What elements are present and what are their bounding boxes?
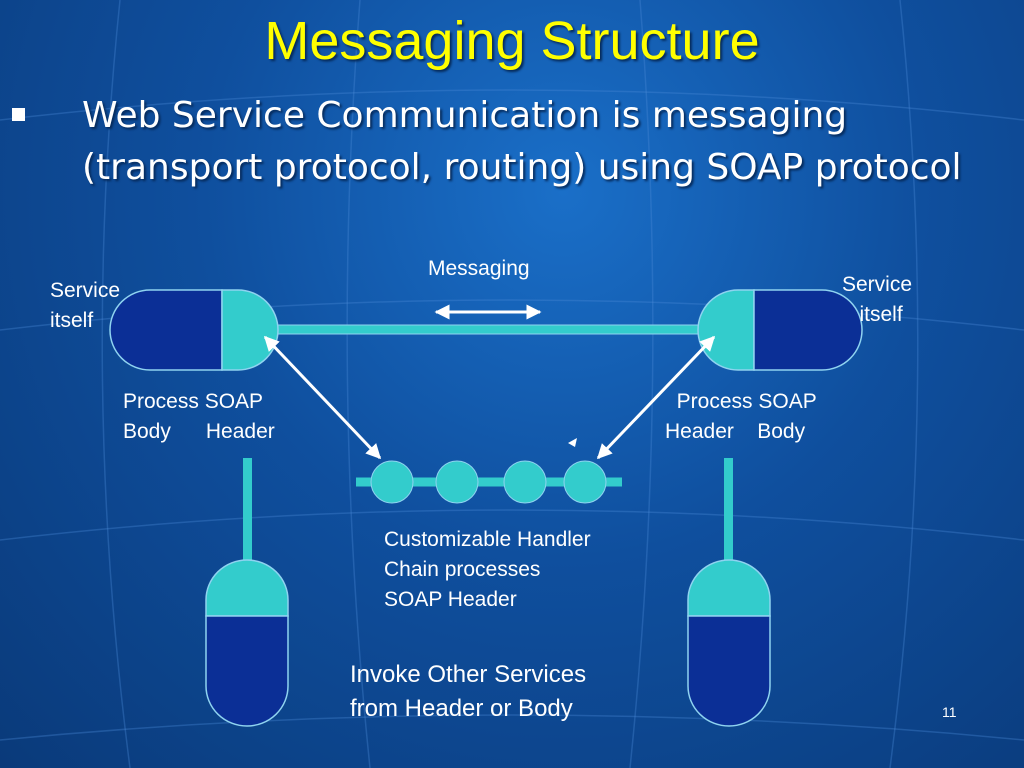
right-invoke-capsule bbox=[687, 559, 771, 727]
handler-chain-label: Customizable Handler Chain processes SOA… bbox=[384, 528, 591, 611]
left-process-label: Process SOAP Body Header bbox=[123, 390, 275, 443]
handler-node bbox=[370, 460, 414, 504]
slide-number: 11 bbox=[942, 704, 957, 720]
left-handler-arrow bbox=[263, 335, 382, 460]
right-connector bbox=[724, 458, 733, 566]
transport-bar bbox=[275, 324, 701, 335]
left-connector bbox=[243, 458, 252, 566]
left-service-label: Service itself bbox=[50, 279, 121, 332]
left-invoke-capsule bbox=[205, 559, 289, 727]
right-service-label: Service itself bbox=[842, 273, 913, 326]
right-handler-arrow bbox=[596, 335, 716, 460]
messaging-label: Messaging bbox=[428, 257, 530, 280]
right-process-label: Process SOAP Header Body bbox=[665, 390, 817, 443]
bullet-marker bbox=[12, 108, 25, 121]
right-service-capsule bbox=[697, 289, 863, 371]
left-service-capsule bbox=[109, 289, 279, 371]
handler-node bbox=[435, 460, 479, 504]
small-arrowhead bbox=[568, 438, 577, 447]
bullet-text: Web Service Communication is messaging (… bbox=[82, 95, 962, 188]
handler-node bbox=[503, 460, 547, 504]
handler-node bbox=[563, 460, 607, 504]
invoke-services-label: Invoke Other Services from Header or Bod… bbox=[350, 661, 587, 722]
slide-title: Messaging Structure bbox=[264, 11, 760, 71]
